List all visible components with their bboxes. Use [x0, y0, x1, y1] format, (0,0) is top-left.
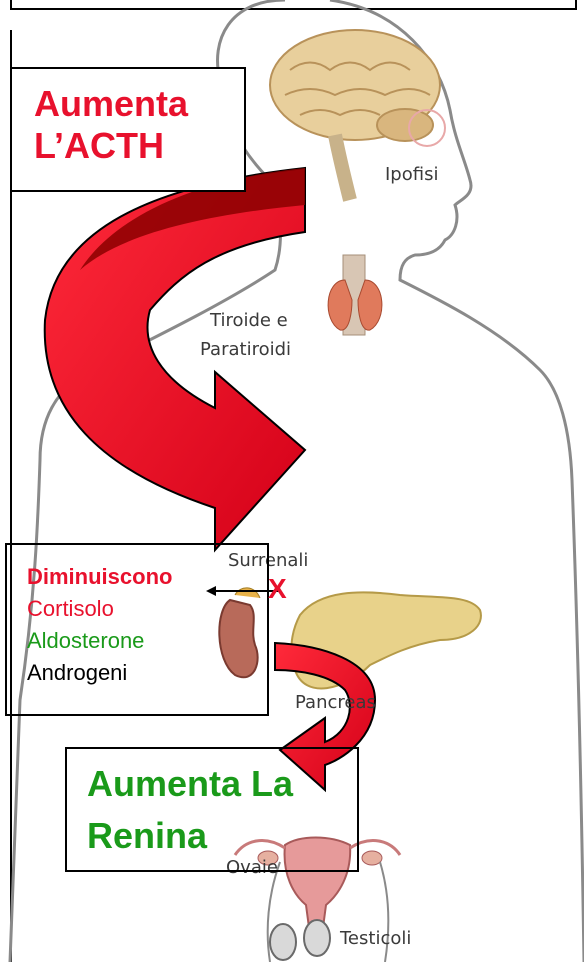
ipofisi-label: Ipofisi [385, 164, 438, 185]
block-x-mark: X [268, 573, 287, 605]
testicles-illustration [270, 920, 330, 960]
acth-box: Aumenta L’ACTH [10, 67, 246, 192]
testicoli-label: Testicoli [340, 928, 411, 949]
renin-box: Aumenta La Renina [65, 747, 359, 872]
face-outline [330, 0, 584, 962]
acth-line2: L’ACTH [34, 125, 164, 167]
hormone-item-aldosterone: Aldosterone [27, 625, 144, 656]
tiroide-label-line2: Paratiroidi [200, 339, 291, 360]
pancreas-label: Pancreas [295, 692, 376, 713]
diminuiscono-label: Diminuiscono [27, 561, 172, 592]
acth-line1: Aumenta [34, 83, 188, 125]
renin-line2: Renina [87, 815, 207, 857]
hormone-box: Diminuiscono Cortisolo Aldosterone Andro… [5, 543, 269, 716]
hormone-item-cortisolo: Cortisolo [27, 593, 114, 624]
tiroide-label-line1: Tiroide e [210, 310, 288, 331]
hormone-item-androgeni: Androgeni [27, 657, 127, 688]
thyroid-illustration [328, 255, 382, 335]
renin-line1: Aumenta La [87, 763, 293, 805]
